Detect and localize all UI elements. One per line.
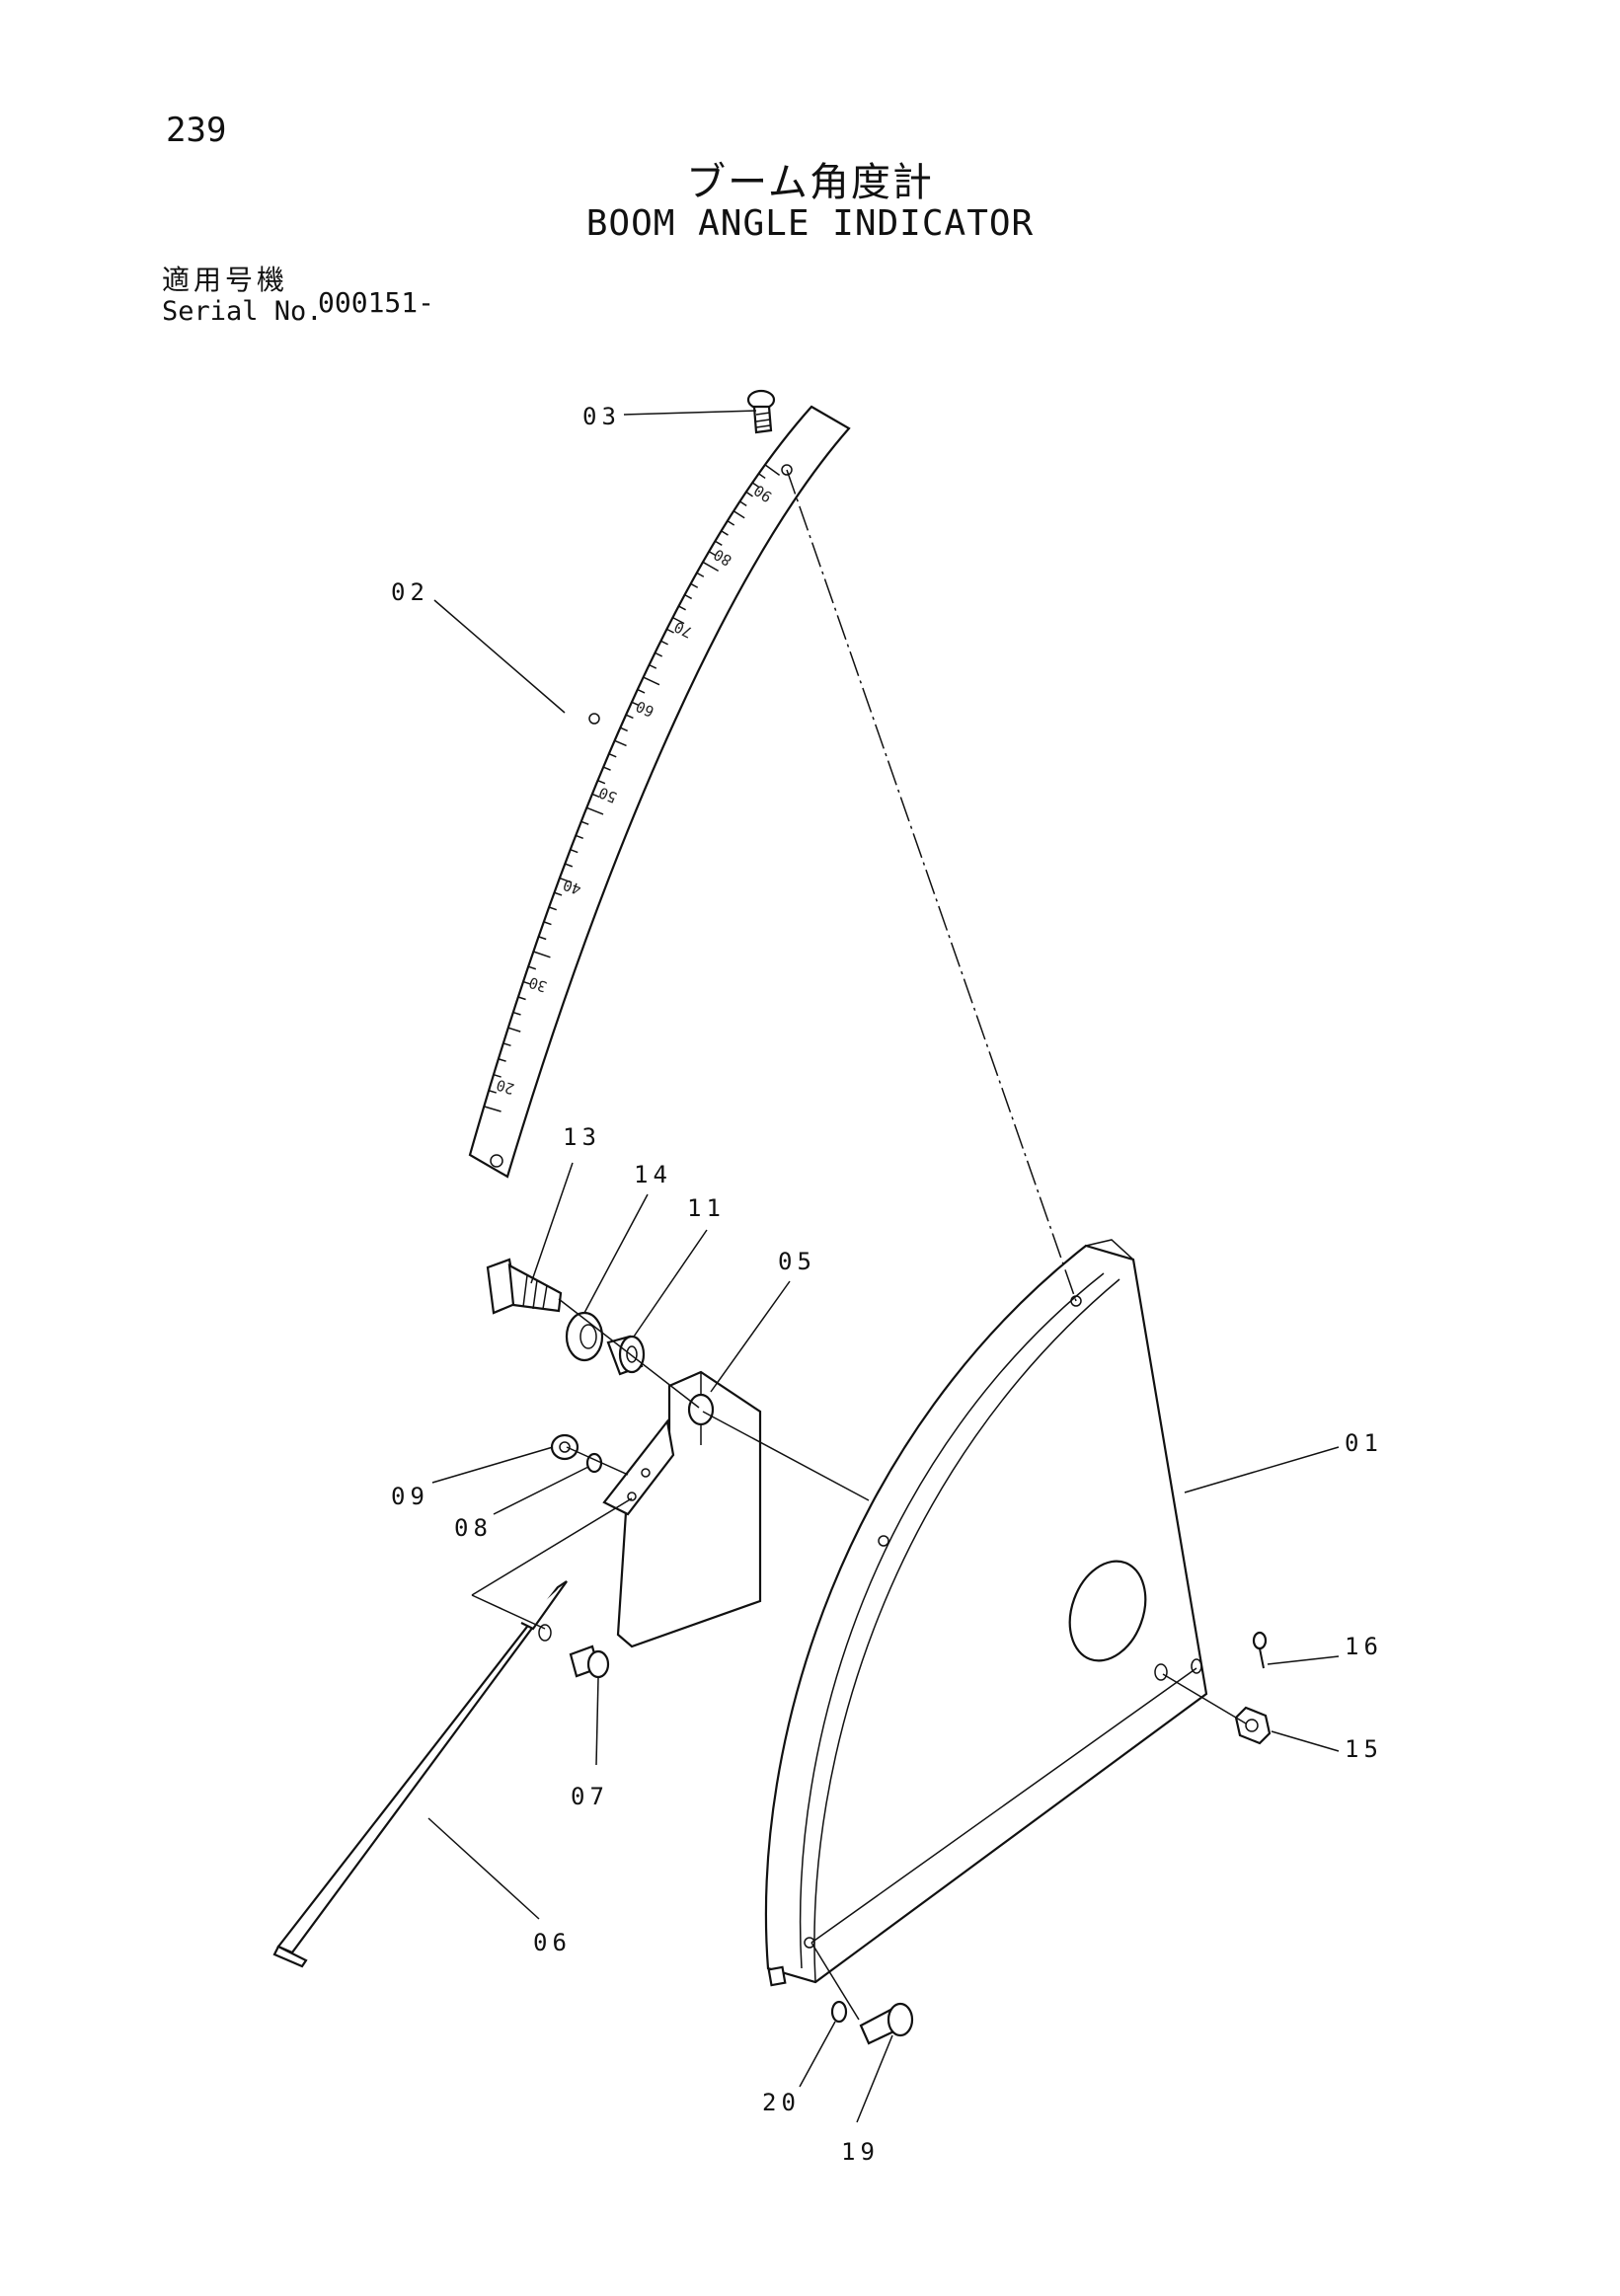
scale-tick xyxy=(684,593,693,600)
scale-tick xyxy=(745,491,753,497)
callout-01: 01 xyxy=(1345,1429,1383,1457)
part-20-washer xyxy=(830,2000,848,2024)
scale-tick xyxy=(733,510,745,519)
callout-19: 19 xyxy=(841,2138,880,2166)
callout-08: 08 xyxy=(454,1514,493,1542)
part-03-screw xyxy=(746,389,776,434)
scale-tick xyxy=(655,651,663,657)
callout-20: 20 xyxy=(762,2089,801,2116)
scale-tick xyxy=(660,640,668,646)
callout-09: 09 xyxy=(391,1483,429,1510)
scale-tick xyxy=(502,1042,511,1047)
scale-tick xyxy=(488,1090,497,1094)
scale-tick xyxy=(614,739,627,747)
part-07-screw xyxy=(569,1645,610,1679)
part-05-bracket xyxy=(602,1370,762,1648)
scale-degree-label: 30 xyxy=(526,973,549,996)
scale-tick xyxy=(570,848,579,854)
scale-tick xyxy=(538,936,547,941)
part-16-cotter-pin xyxy=(1252,1631,1268,1669)
callout-03: 03 xyxy=(582,403,621,430)
scale-tick xyxy=(543,921,552,926)
scale-tick xyxy=(484,1106,501,1112)
scale-tick xyxy=(512,1011,521,1016)
callout-15: 15 xyxy=(1345,1735,1383,1763)
callout-16: 16 xyxy=(1345,1633,1383,1660)
scale-tick xyxy=(548,906,557,911)
scale-tick xyxy=(517,996,526,1001)
scale-tick xyxy=(559,877,573,883)
part-15-castle-nut xyxy=(1234,1706,1272,1745)
scale-tick xyxy=(533,951,551,958)
scale-degree-label: 20 xyxy=(495,1076,517,1098)
scale-tick xyxy=(751,482,760,489)
diagram-title-english: BOOM ANGLE INDICATOR xyxy=(585,203,1035,244)
scale-tick xyxy=(575,834,583,840)
scale-tick xyxy=(666,628,674,634)
scale-tick xyxy=(764,464,781,476)
serial-number-value: 000151- xyxy=(318,286,435,319)
scale-tick xyxy=(586,806,604,815)
scale-tick xyxy=(678,605,686,611)
scale-tick xyxy=(602,766,611,771)
scale-tick xyxy=(721,530,729,536)
callout-11: 11 xyxy=(687,1194,726,1222)
scale-tick xyxy=(498,1058,506,1062)
scale-degree-label: 50 xyxy=(596,784,620,807)
callout-13: 13 xyxy=(563,1123,601,1151)
scale-tick xyxy=(758,473,766,480)
scale-tick xyxy=(597,779,606,785)
scale-tick xyxy=(580,820,589,825)
callout-14: 14 xyxy=(634,1161,672,1188)
scale-tick xyxy=(565,863,574,868)
part-19-bolt xyxy=(859,2002,914,2045)
callout-06: 06 xyxy=(533,1929,572,1956)
assembly-center-lines xyxy=(471,469,1247,2021)
scale-tick xyxy=(631,701,640,707)
part-01-quadrant-plate xyxy=(764,1239,1208,1987)
scale-tick-marks xyxy=(484,464,781,1112)
scale-tick xyxy=(608,752,617,758)
scale-tick xyxy=(715,540,723,546)
scale-tick xyxy=(690,582,699,588)
callout-labels: 03 02 13 14 11 05 01 09 08 07 06 16 15 2… xyxy=(391,403,1383,2166)
part-14-washer xyxy=(565,1311,604,1362)
scale-degree-label: 40 xyxy=(561,876,583,898)
scale-tick xyxy=(620,727,628,732)
scale-tick xyxy=(649,663,657,669)
scale-degree-label: 60 xyxy=(633,697,656,721)
scale-tick xyxy=(643,676,660,686)
scale-tick xyxy=(591,793,600,799)
diagram-title-japanese: ブーム角度計 xyxy=(686,160,934,205)
scale-tick xyxy=(527,965,537,970)
scale-tick xyxy=(493,1074,501,1078)
scale-tick xyxy=(672,616,685,625)
part-13-bolt xyxy=(486,1258,563,1315)
scale-tick xyxy=(696,572,705,577)
scale-tick xyxy=(708,551,717,557)
scale-tick xyxy=(727,520,735,526)
scale-tick xyxy=(739,500,747,506)
scale-tick xyxy=(554,891,563,896)
page-number: 239 xyxy=(166,111,227,150)
scale-tick xyxy=(637,688,646,694)
scale-tick xyxy=(522,980,531,985)
scale-tick xyxy=(702,561,720,573)
scale-tick xyxy=(625,714,634,720)
part-09-nut xyxy=(550,1433,579,1461)
serial-label-english: Serial No. xyxy=(162,296,323,327)
part-11-collar xyxy=(606,1335,646,1376)
scale-tick xyxy=(507,1027,521,1033)
serial-label-japanese: 適用号機 xyxy=(162,264,289,296)
leader-lines xyxy=(427,410,1340,2123)
callout-05: 05 xyxy=(778,1248,816,1275)
callout-02: 02 xyxy=(391,578,429,606)
part-06-pointer xyxy=(272,1580,568,1968)
callout-07: 07 xyxy=(571,1783,609,1810)
